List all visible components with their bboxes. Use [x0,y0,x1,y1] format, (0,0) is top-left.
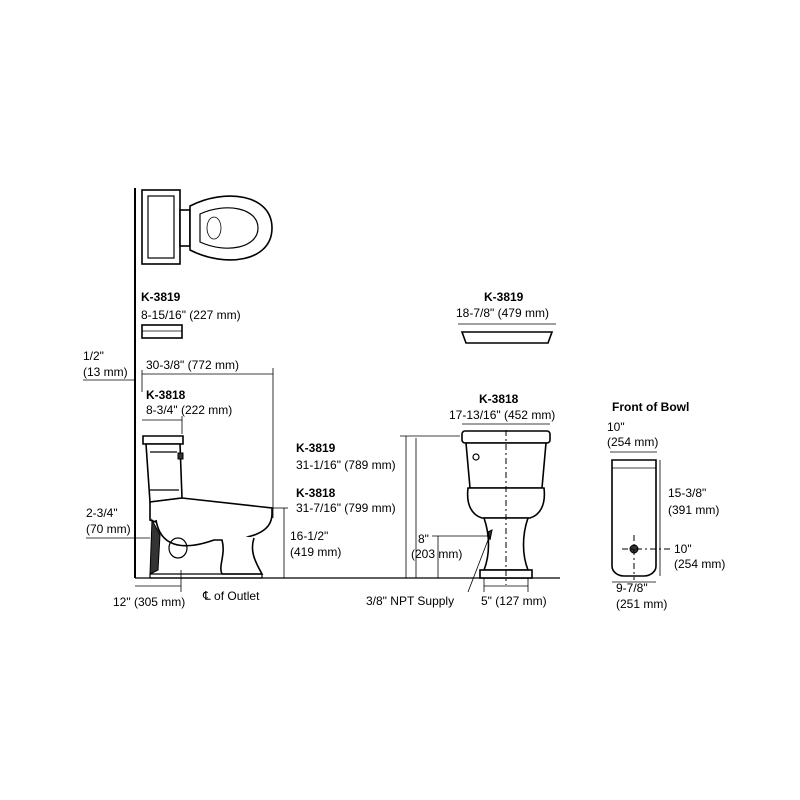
side-base [149,573,263,579]
k3819-height-model: K-3819 [296,441,336,455]
k3818-side-depth: 8-3/4" (222 mm) [146,403,232,417]
outlet-height-mm-label: (70 mm) [86,522,131,536]
supply-leader [467,539,489,593]
top-tank-model: K-3819 [141,290,181,304]
k3819-lid-side [141,324,183,339]
bowl-side-dim-mm-label: (254 mm) [674,557,725,571]
side-view-toilet [142,435,273,579]
front-k3818-model: K-3818 [479,392,519,406]
front-k3819-model: K-3819 [484,290,524,304]
wall-gap-label: 1/2" [83,349,104,363]
side-trapway-shadow [149,518,161,575]
tank-lid-plan [147,195,175,259]
bowl-front-profile [611,459,670,580]
bowl-top-dim-label: 10" [607,420,625,434]
rim-height-mm-label: (419 mm) [290,545,341,559]
outlet-centerline-label: ℄ of Outlet [202,589,260,603]
hinge-plan [179,209,191,247]
side-tank [145,443,183,503]
bowl-top-dim-mm-label: (254 mm) [607,435,658,449]
rough-in-label: 12" (305 mm) [113,595,185,609]
outlet-height-label: 2-3/4" [86,506,118,520]
front-flush-button [472,453,480,461]
flush-lever [177,452,184,460]
bowl-height-label: 15-3/8" [668,486,706,500]
side-outlet [168,537,188,559]
side-tank-lid [142,435,184,445]
bowl-width-label: 9-7/8" [616,581,648,595]
rim-height-label: 16-1/2" [290,529,328,543]
supply-height-mm-label: (203 mm) [411,547,462,561]
k3819-height-value: 31-1/16" (789 mm) [296,458,396,472]
bowl-plan [189,195,273,261]
k3818-side-model: K-3818 [146,388,186,402]
supply-valve [487,529,493,541]
bowl-well-plan [206,216,222,240]
seat-opening-plan [199,207,259,249]
top-tank-depth: 8-15/16" (227 mm) [141,308,241,322]
supply-label: 3/8" NPT Supply [366,594,454,608]
bowl-front-title: Front of Bowl [612,400,689,414]
bowl-side-dim-label: 10" [674,542,692,556]
k3818-height-value: 31-7/16" (799 mm) [296,501,396,515]
bowl-width-mm-label: (251 mm) [616,597,667,611]
side-bowl-pedestal [155,519,264,575]
top-view-toilet [141,189,273,265]
base-width-label: 5" (127 mm) [481,594,547,608]
bowl-front-outline [611,459,657,577]
front-k3819-width: 18-7/8" (479 mm) [456,306,549,320]
k3818-height-model: K-3818 [296,486,336,500]
bowl-height-mm-label: (391 mm) [668,503,719,517]
k3819-lid-front [460,331,554,344]
front-k3818-width: 17-13/16" (452 mm) [449,408,555,422]
overall-length-label: 30-3/8" (772 mm) [146,358,239,372]
wall-gap-mm-label: (13 mm) [83,365,128,379]
supply-height-label: 8" [418,532,429,546]
